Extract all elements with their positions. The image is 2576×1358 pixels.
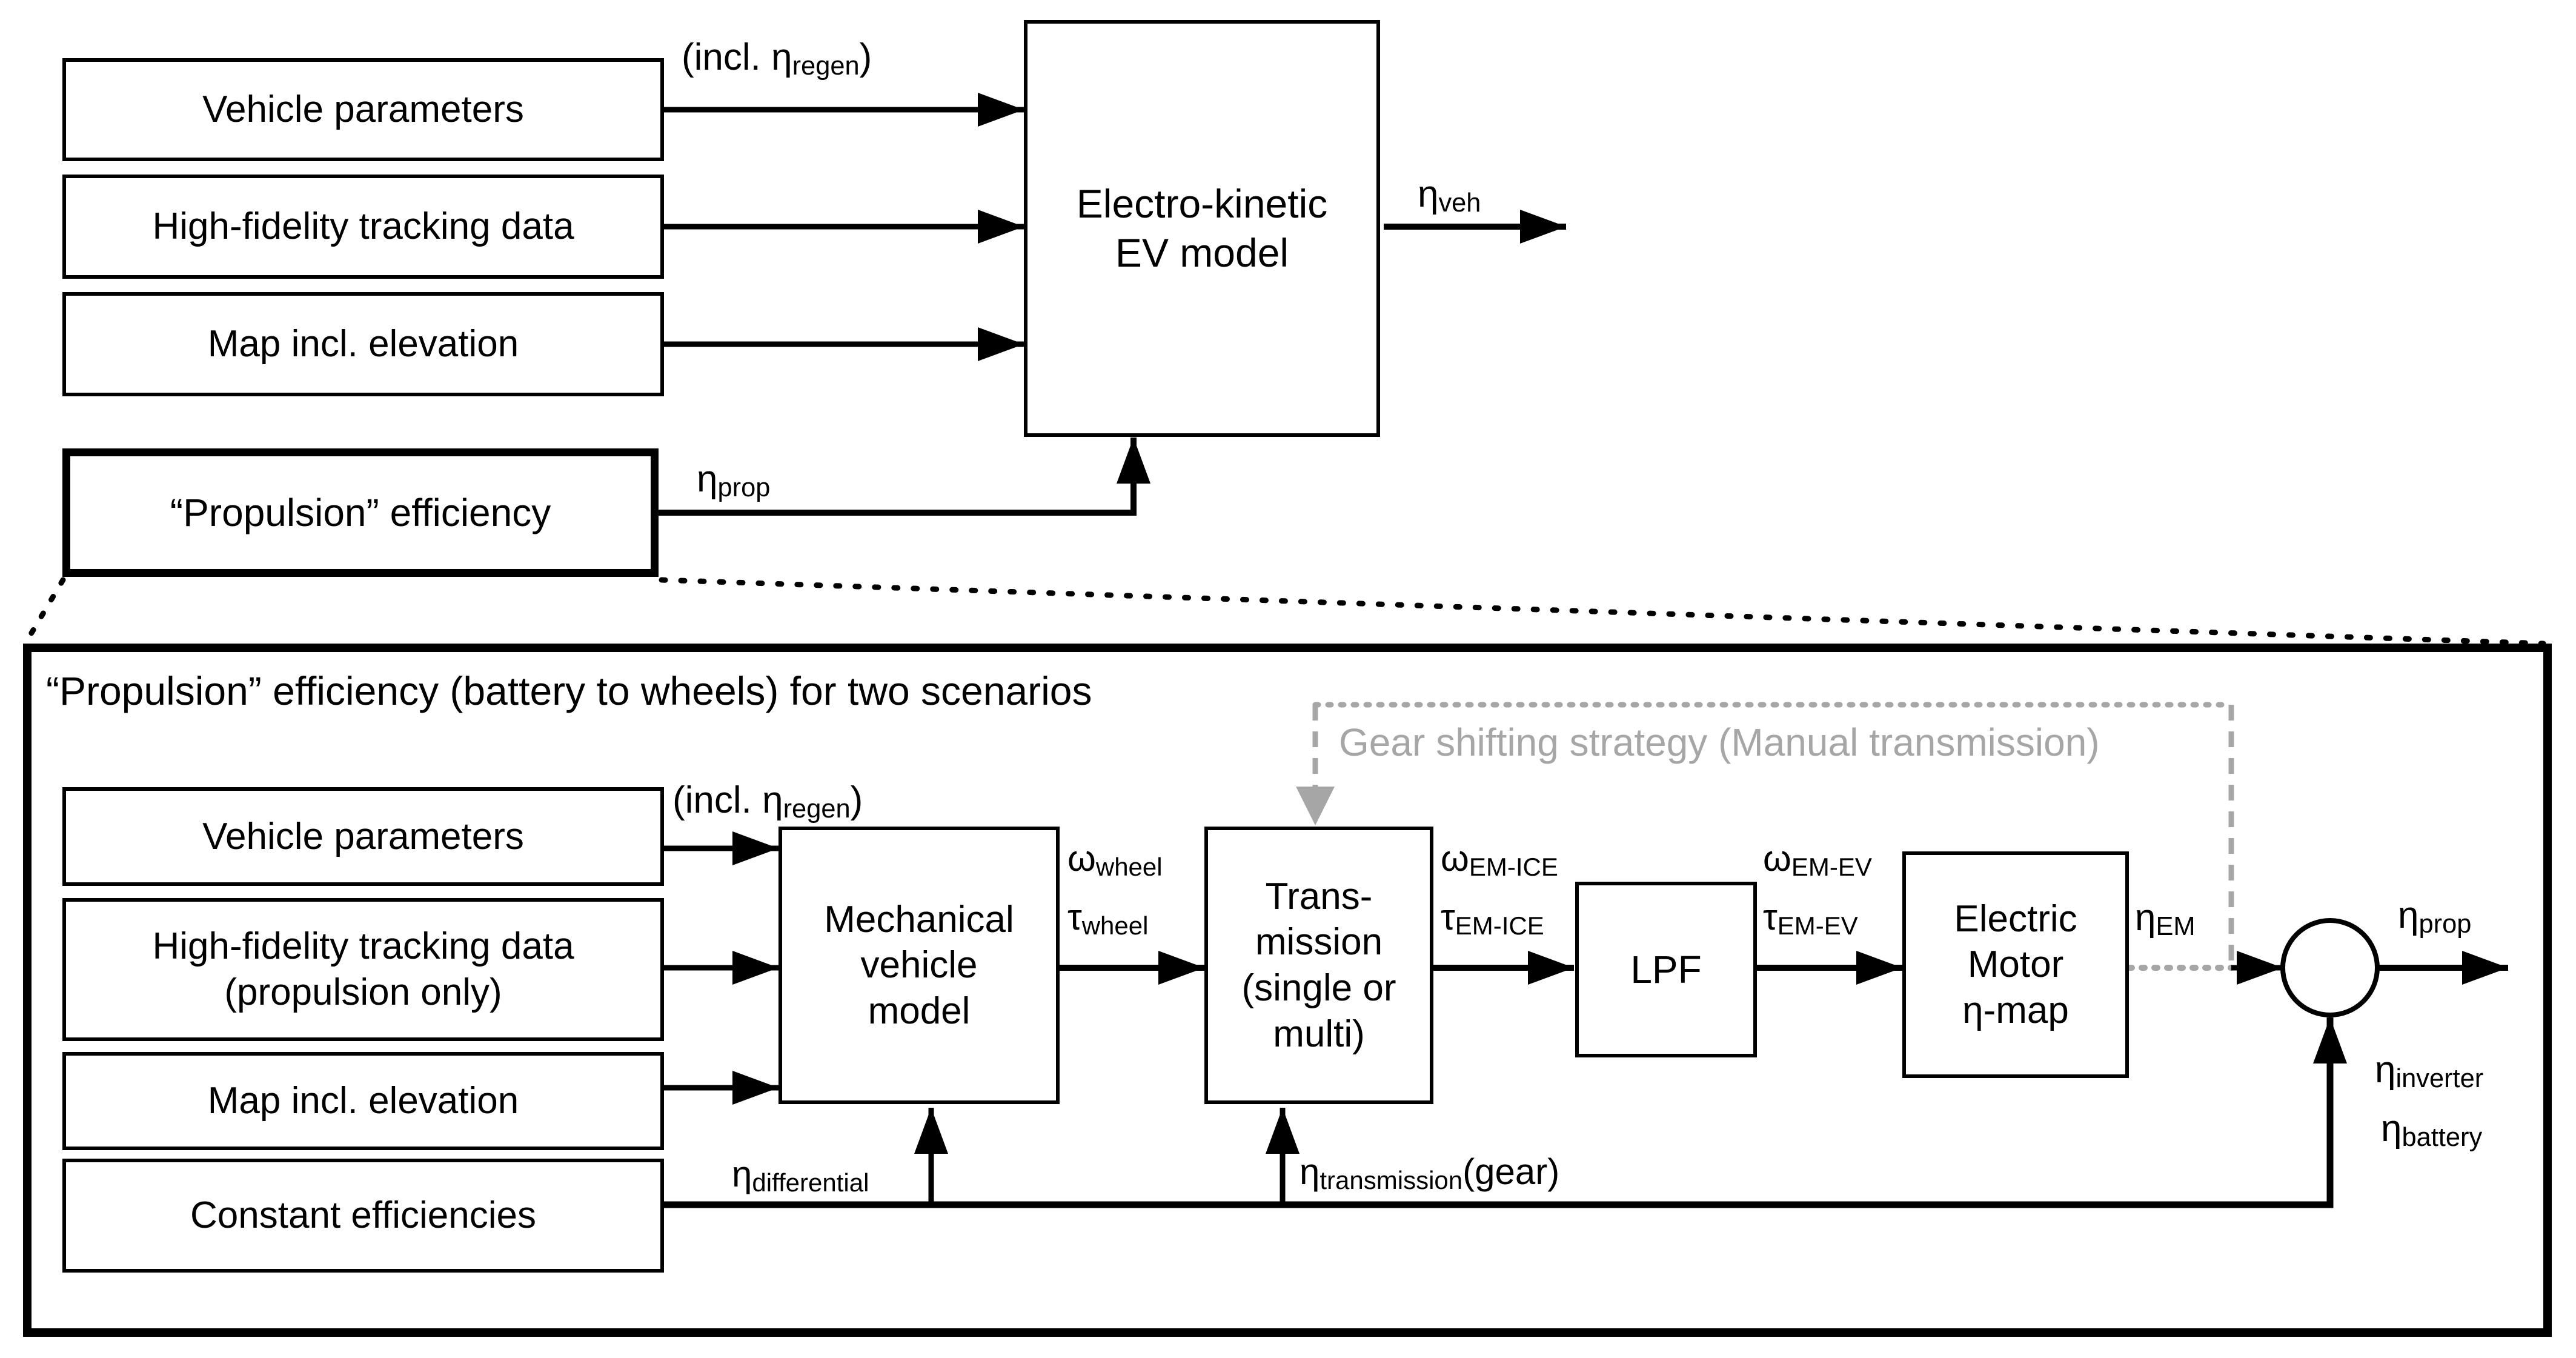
- panel-box-constant-efficiencies-label: Constant efficiencies: [190, 1194, 536, 1237]
- input-box-tracking-data-label: High-fidelity tracking data: [152, 205, 574, 248]
- label-eta-inverter: ηinverter: [2375, 1049, 2484, 1093]
- input-box-map-elevation: Map incl. elevation: [62, 292, 664, 396]
- panel-box-map-elevation-label: Map incl. elevation: [207, 1080, 519, 1122]
- propulsion-box-label: “Propulsion” efficiency: [170, 490, 551, 534]
- label-omega-wheel: ωwheel: [1067, 838, 1163, 881]
- propulsion-detail-panel: [23, 644, 2552, 1337]
- callout-dotted-right: [659, 577, 2546, 647]
- input-box-vehicle-parameters: Vehicle parameters: [62, 58, 664, 161]
- block-electro-kinetic-ev-model: Electro-kinetic EV model: [1024, 20, 1380, 437]
- gear-strategy-arrowhead: [1296, 787, 1335, 825]
- block-transmission: Trans- mission (single or multi): [1204, 827, 1433, 1104]
- input-box-vehicle-parameters-label: Vehicle parameters: [202, 88, 524, 131]
- panel-box-vehicle-parameters-label: Vehicle parameters: [202, 815, 524, 857]
- block-mechanical-vehicle-model: Mechanical vehicle model: [778, 827, 1060, 1104]
- ev-model-line2: EV model: [1115, 230, 1289, 275]
- label-eta-differential: ηdifferential: [732, 1154, 869, 1197]
- label-tau-em-ev: τEM-EV: [1763, 897, 1858, 940]
- label-incl-eta-regen-top: (incl. ηregen): [682, 36, 872, 81]
- multiplier-node: [2280, 918, 2380, 1017]
- input-box-tracking-data: High-fidelity tracking data: [62, 175, 664, 279]
- panel-title: “Propulsion” efficiency (battery to whee…: [46, 668, 1092, 713]
- label-incl-eta-regen-panel: (incl. ηregen): [672, 779, 863, 824]
- callout-dotted-left: [24, 577, 66, 644]
- label-eta-veh: ηveh: [1418, 173, 1481, 218]
- label-eta-em: ηEM: [2135, 897, 2196, 941]
- arrow-eta-prop-to-ev: [659, 438, 1150, 516]
- label-tau-wheel: τwheel: [1067, 897, 1149, 940]
- panel-box-tracking-data: High-fidelity tracking data (propulsion …: [62, 898, 664, 1041]
- panel-box-tracking-line1: High-fidelity tracking data: [152, 925, 574, 968]
- label-eta-prop-top: ηprop: [697, 458, 771, 502]
- label-omega-em-ice: ωEM-ICE: [1441, 838, 1558, 881]
- block-propulsion-efficiency: “Propulsion” efficiency: [62, 448, 659, 577]
- label-eta-transmission-gear: ηtransmission(gear): [1300, 1151, 1560, 1194]
- panel-box-tracking-line2: (propulsion only): [224, 971, 502, 1013]
- line-constant-efficiencies: [664, 1017, 2347, 1208]
- panel-box-vehicle-parameters: Vehicle parameters: [62, 787, 664, 886]
- label-eta-prop-panel: ηprop: [2398, 894, 2472, 939]
- panel-box-constant-efficiencies: Constant efficiencies: [62, 1159, 664, 1273]
- block-electric-motor-map: Electric Motor η-map: [1902, 851, 2129, 1078]
- panel-box-map-elevation: Map incl. elevation: [62, 1052, 664, 1150]
- label-omega-em-ev: ωEM-EV: [1763, 838, 1872, 881]
- input-box-map-elevation-label: Map incl. elevation: [207, 323, 519, 365]
- ev-model-line1: Electro-kinetic: [1076, 181, 1328, 227]
- label-gear-shifting-strategy: Gear shifting strategy (Manual transmiss…: [1339, 721, 2100, 764]
- label-tau-em-ice: τEM-ICE: [1441, 897, 1544, 940]
- label-eta-battery: ηbattery: [2381, 1108, 2483, 1152]
- block-lpf: LPF: [1575, 882, 1757, 1057]
